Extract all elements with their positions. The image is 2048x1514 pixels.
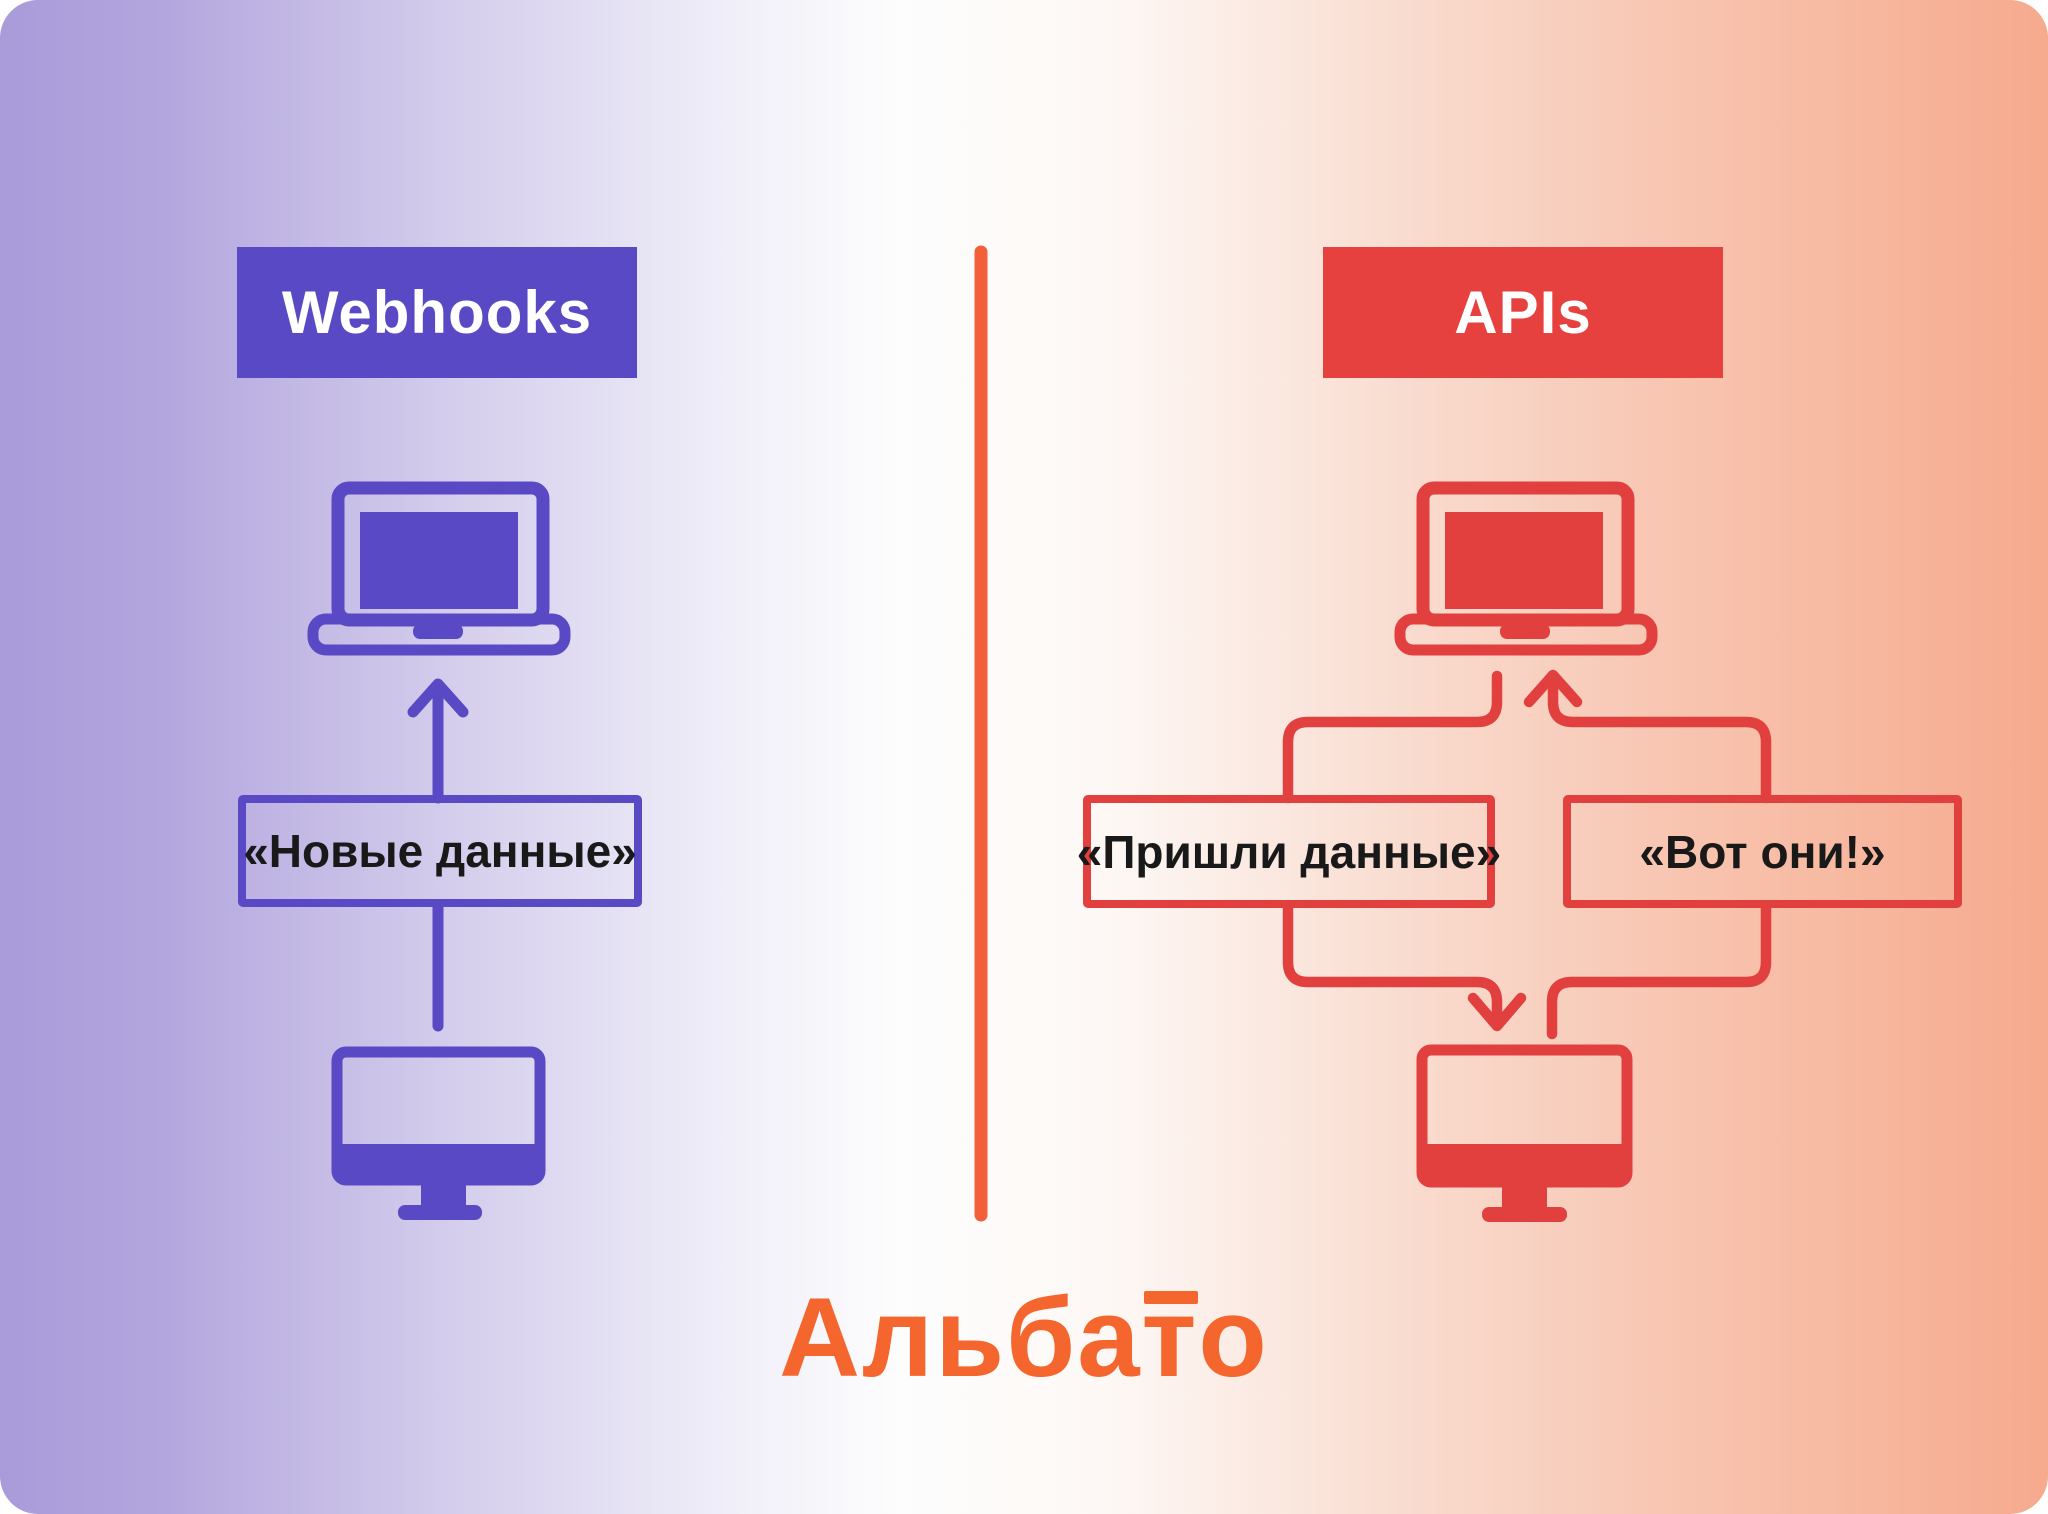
apis-laptop-icon: [1394, 481, 1658, 656]
webhooks-laptop-icon: [307, 481, 571, 656]
apis-request-label: «Пришли данные»: [1076, 825, 1502, 878]
logo-barred-letter: т: [1141, 1275, 1199, 1400]
logo-text-after: о: [1198, 1275, 1269, 1400]
apis-monitor-icon: [1416, 1044, 1633, 1222]
webhooks-monitor-icon: [331, 1046, 546, 1220]
apis-header: APIs: [1323, 247, 1723, 378]
webhooks-message-box: «Новые данные»: [238, 795, 642, 907]
logo-text-before: Альба: [779, 1275, 1142, 1400]
apis-response-up-arrow: [1523, 669, 1772, 804]
apis-request-box: «Пришли данные»: [1077, 795, 1501, 908]
webhooks-up-arrow: [407, 678, 469, 804]
apis-response-box: «Вот они!»: [1563, 795, 1962, 908]
apis-response-label: «Вот они!»: [1639, 825, 1886, 878]
apis-request-down-arrow: [1282, 902, 1527, 1032]
apis-response-bottom-connector: [1546, 902, 1772, 1040]
webhooks-message-label: «Новые данные»: [243, 825, 637, 877]
webhooks-header-label: Webhooks: [281, 279, 593, 346]
apis-header-label: APIs: [1454, 279, 1592, 346]
albato-logo: Альбато: [0, 1282, 2048, 1394]
apis-request-top-connector: [1282, 670, 1503, 804]
webhooks-header: Webhooks: [237, 247, 637, 378]
